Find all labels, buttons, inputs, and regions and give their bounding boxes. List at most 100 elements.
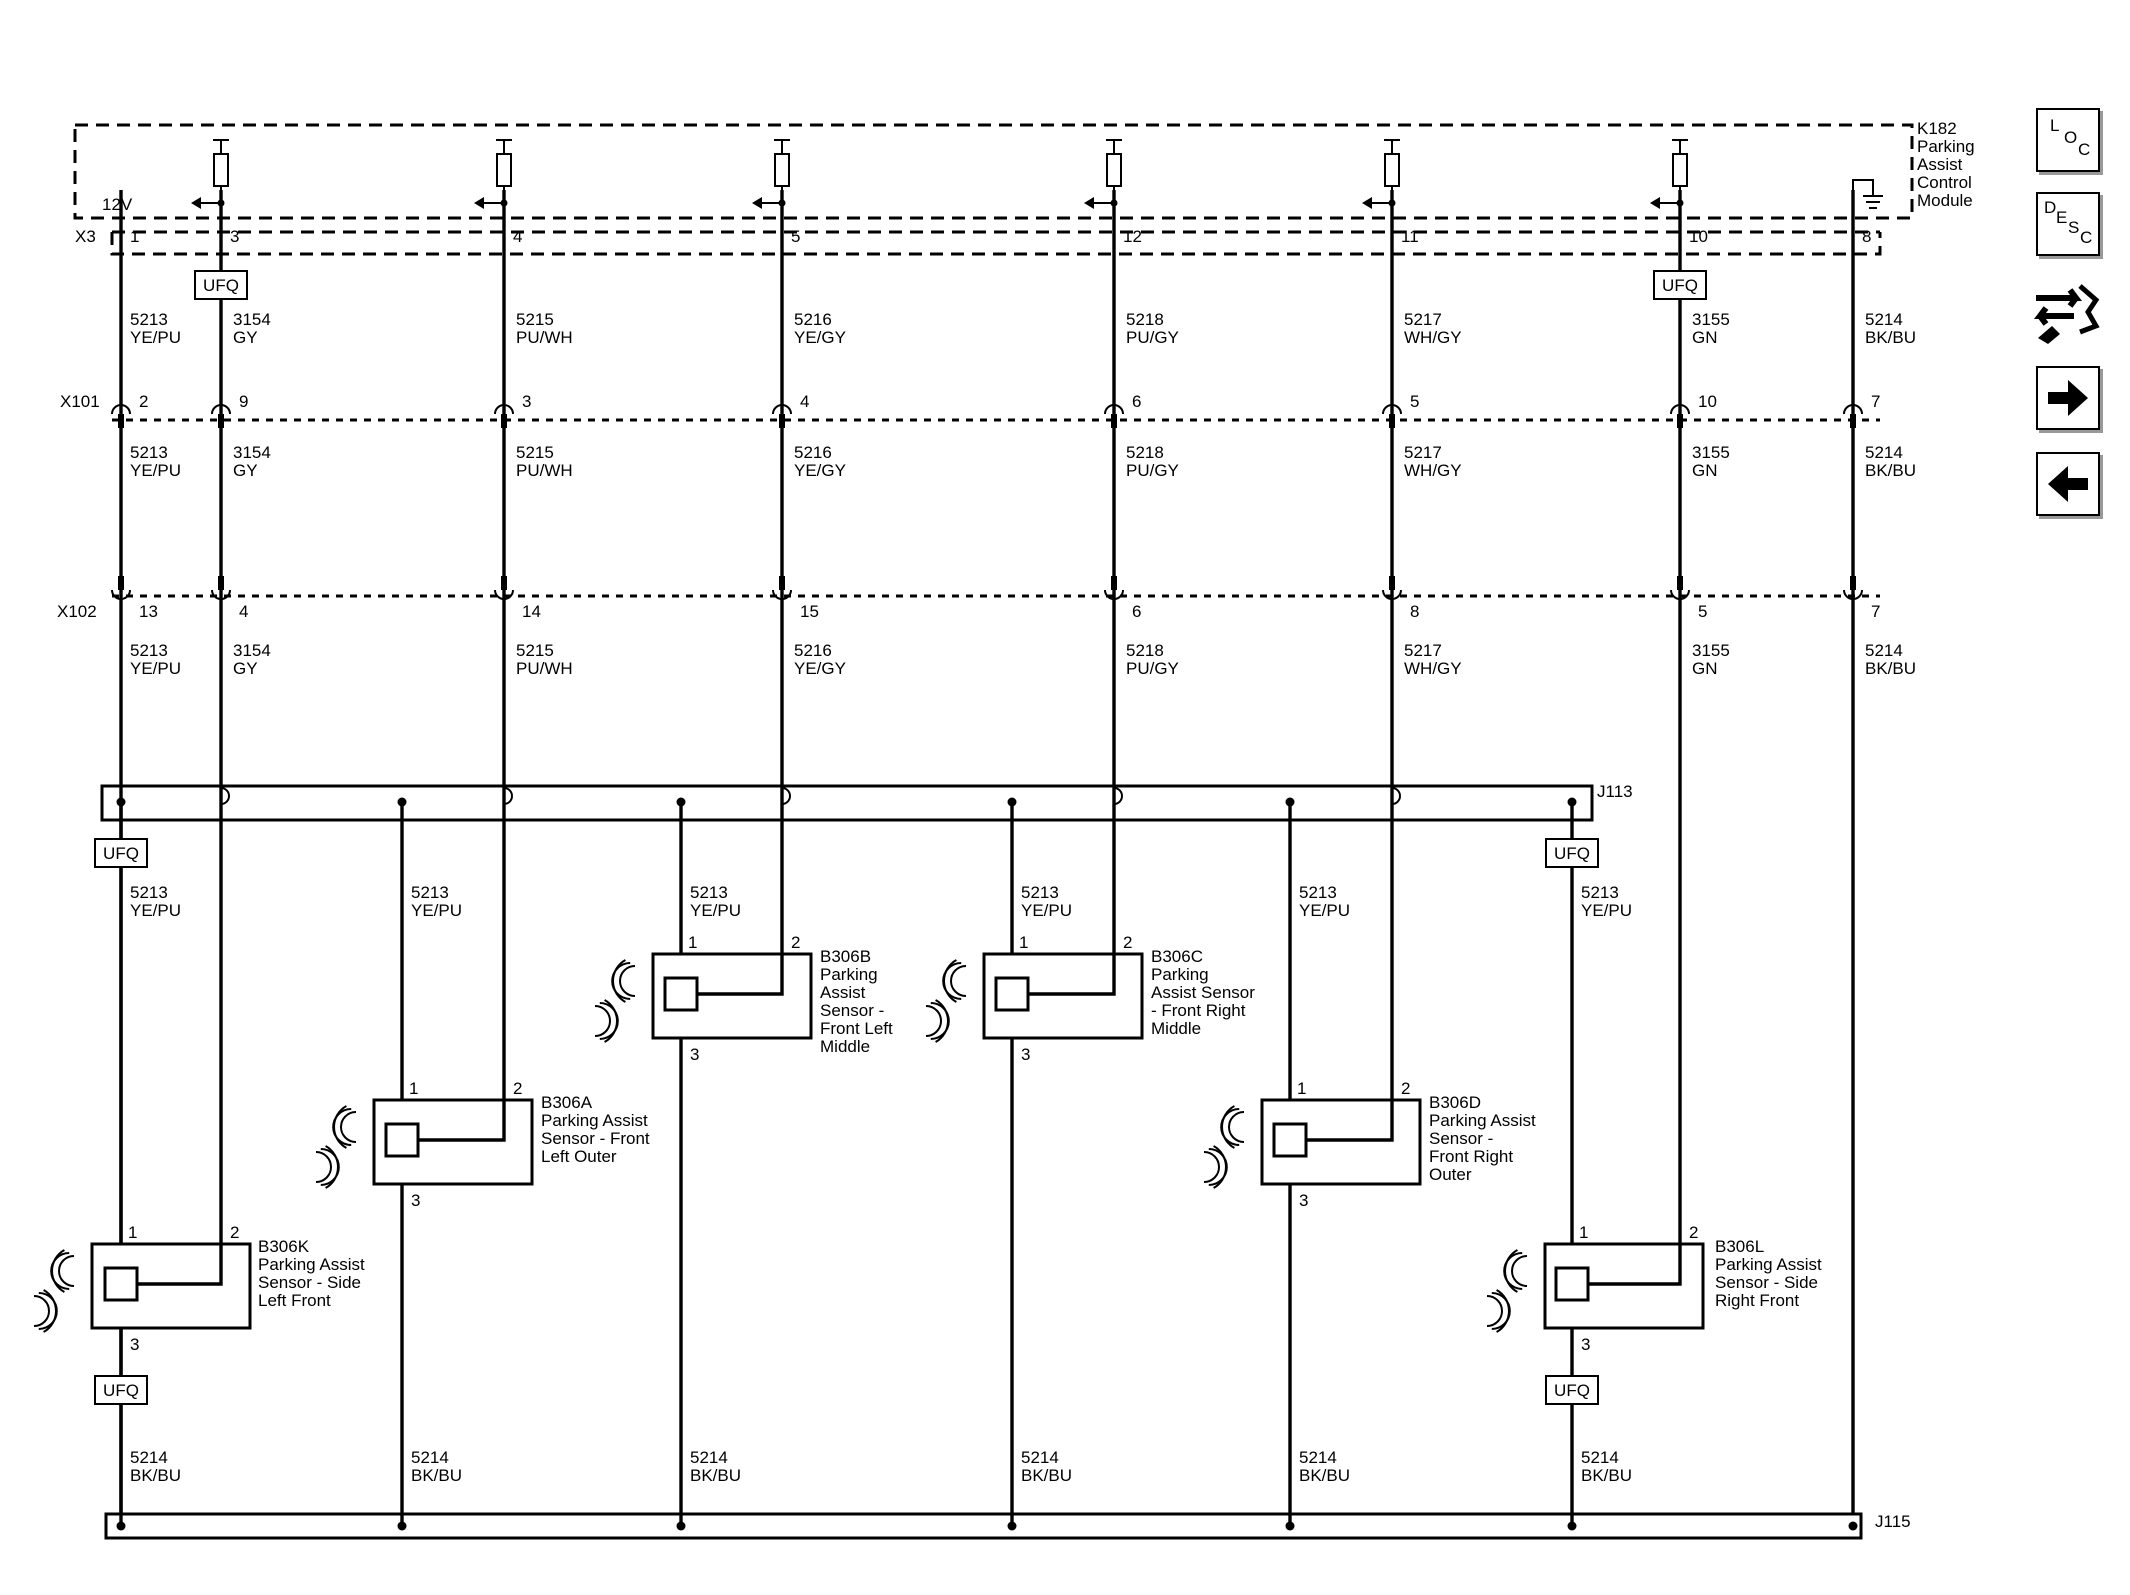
wire-color-label: GN [1692, 461, 1718, 480]
wire-circuit-label: 5217 [1404, 443, 1442, 462]
sensor-pin-3: 3 [130, 1335, 139, 1354]
wire-circuit-label: 5214 [130, 1448, 168, 1467]
connector-cavity [211, 404, 231, 415]
splice-dot [1285, 1521, 1295, 1531]
x3-pin: 8 [1862, 227, 1871, 246]
connector-pin-mark [1389, 414, 1395, 428]
sensor-pin-1: 1 [409, 1079, 418, 1098]
connector-pin-mark [1111, 576, 1117, 590]
schematic-link-icon[interactable] [2030, 278, 2104, 350]
x101-pin: 6 [1132, 392, 1141, 411]
sensor-name-line: Assist Sensor [1151, 983, 1255, 1002]
wire-color-label: YE/PU [130, 328, 181, 347]
previous-page-button[interactable] [2036, 452, 2100, 516]
wire-color-label: PU/WH [516, 461, 573, 480]
ultrasonic-icon [1203, 1105, 1245, 1189]
wire-circuit-label: 5214 [1021, 1448, 1059, 1467]
connector-cavity [1104, 589, 1124, 600]
splice-j115-label: J115 [1875, 1512, 1911, 1531]
wire-circuit-label: 5214 [1299, 1448, 1337, 1467]
module-input-circuit [1362, 139, 1400, 209]
sensor-name-line: Parking [1151, 965, 1209, 984]
sensor-element [384, 1122, 420, 1158]
ufq-box-3154: UFQ [194, 270, 248, 300]
wire-circuit-label: 3154 [233, 443, 271, 462]
sensor-element [994, 976, 1030, 1012]
x3-pin: 4 [513, 227, 522, 246]
sensor-pin-2: 2 [1123, 933, 1132, 952]
ufq-label: UFQ [203, 276, 239, 295]
x102-pin: 13 [139, 602, 158, 621]
wire-color-label: WH/GY [1404, 461, 1462, 480]
wire-circuit-label: 5213 [130, 443, 168, 462]
sensor-name-line: Middle [1151, 1019, 1201, 1038]
x101-pin: 10 [1698, 392, 1717, 411]
ultrasonic-icon [594, 959, 636, 1043]
connector-pin-mark [1677, 576, 1683, 590]
module-name-line: Control [1917, 173, 1972, 192]
x102-pin: 5 [1698, 602, 1707, 621]
connector-cavity [494, 404, 514, 415]
ground-icon [1852, 179, 1883, 232]
wire-color-label: GY [233, 659, 258, 678]
arrow-left-icon [2048, 466, 2088, 502]
wire-color-label: PU/GY [1126, 328, 1179, 347]
wire-circuit-label: 5213 [1021, 883, 1059, 902]
module-id: K182 [1917, 119, 1957, 138]
description-button[interactable]: D E S C [2036, 192, 2100, 256]
sensor-internal-wire [1588, 1244, 1682, 1286]
sensor-name-line: Outer [1429, 1165, 1472, 1184]
module-enclosure [73, 123, 1914, 256]
x101-pin: 2 [139, 392, 148, 411]
location-button[interactable]: L O C [2036, 108, 2100, 172]
wire-color-label: GY [233, 328, 258, 347]
sensor-name-line: Sensor - Front [541, 1129, 650, 1148]
ufq-label: UFQ [103, 1381, 139, 1400]
desc-letter-d: D [2044, 198, 2057, 217]
x3-pin: 3 [230, 227, 239, 246]
sensor-pin-1: 1 [688, 933, 697, 952]
wire-circuit-label: 5213 [130, 310, 168, 329]
connector-pin-mark [218, 576, 224, 590]
module-input-circuit [474, 139, 512, 209]
sensor-element [1272, 1122, 1308, 1158]
ufq-box-ground: UFQ [94, 1375, 148, 1405]
sensor-pin-3: 3 [1021, 1045, 1030, 1064]
wire-circuit-label: 5216 [794, 641, 832, 660]
wire-color-label: YE/PU [130, 461, 181, 480]
x3-pin: 11 [1401, 227, 1419, 246]
wire-color-label: BK/BU [411, 1466, 462, 1485]
sensor-id: B306K [258, 1237, 310, 1256]
sensor-name-line: Middle [820, 1037, 870, 1056]
module-input-circuit [752, 139, 790, 209]
wire-color-label: YE/PU [411, 901, 462, 920]
wire-circuit-label: 5213 [130, 641, 168, 660]
wire-crossover [220, 787, 230, 805]
next-page-button[interactable] [2036, 366, 2100, 430]
connector-pin-mark [1850, 576, 1856, 590]
wire-crossover [503, 787, 513, 805]
ultrasonic-icon [1486, 1249, 1528, 1333]
wire-color-label: BK/BU [1865, 659, 1916, 678]
ufq-label: UFQ [103, 844, 139, 863]
wire-crossover [1391, 787, 1401, 805]
sensor-name-line: Front Left [820, 1019, 893, 1038]
wire-circuit-label: 5214 [411, 1448, 449, 1467]
wire-circuit-label: 3155 [1692, 443, 1730, 462]
module-name-line: Parking [1917, 137, 1975, 156]
connector-pin-mark [218, 414, 224, 428]
connector-cavity [1104, 404, 1124, 415]
x102-pin: 4 [239, 602, 248, 621]
x102-label: X102 [57, 602, 97, 621]
sensor-id: B306L [1715, 1237, 1764, 1256]
ultrasonic-icon [925, 959, 967, 1043]
connector-cavity [772, 404, 792, 415]
wire-circuit-label: 5215 [516, 310, 554, 329]
ufq-label: UFQ [1554, 1381, 1590, 1400]
wire-color-label: YE/GY [794, 461, 846, 480]
x101-pin: 9 [239, 392, 248, 411]
wire-circuit-label: 5217 [1404, 641, 1442, 660]
